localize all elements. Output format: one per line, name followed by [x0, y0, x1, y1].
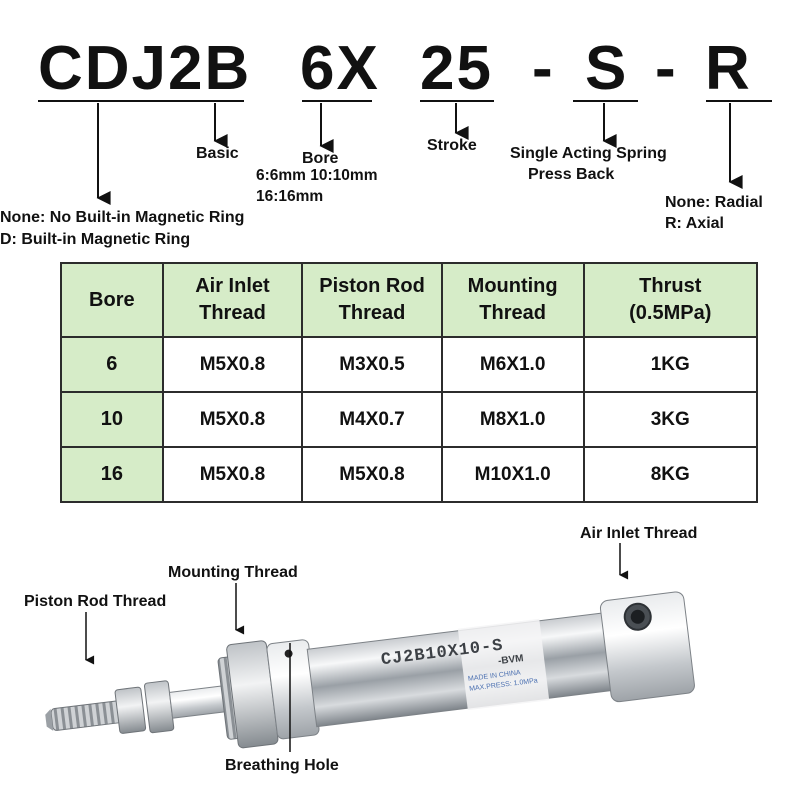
cylinder-barrel [306, 612, 616, 728]
code-dash-2: - [655, 34, 678, 103]
cell-air-inlet: M5X0.8 [161, 336, 304, 393]
piston-rod-thread [50, 700, 123, 731]
table-row: 10 M5X0.8 M4X0.7 M8X1.0 3KG [60, 391, 758, 448]
rod-nut-2 [144, 680, 175, 734]
cell-mounting: M6X1.0 [440, 336, 585, 393]
cell-bore: 6 [60, 336, 164, 393]
product-pointers [85, 543, 629, 752]
basic-label: Basic [196, 145, 239, 162]
header-bore: Bore [60, 262, 164, 338]
cylinder-illustration: CJ2B10X10-S -BVM MADE IN CHINA MAX.PRESS… [45, 591, 695, 749]
code-mounting: R [705, 34, 752, 103]
barrel-brand-text: -BVM [497, 653, 524, 667]
code-bore: 6X [300, 34, 380, 103]
cell-air-inlet: M5X0.8 [161, 391, 304, 448]
bore-title: Bore [302, 150, 339, 167]
code-dash-1: - [532, 34, 555, 103]
cell-piston-rod: M5X0.8 [301, 446, 443, 503]
code-action: S [585, 34, 629, 103]
piston-rod [168, 685, 227, 719]
cell-mounting: M8X1.0 [440, 391, 585, 448]
air-inlet-port [623, 602, 652, 631]
magnet-option-none: None: No Built-in Magnetic Ring [0, 209, 245, 226]
table-row: 6 M5X0.8 M3X0.5 M6X1.0 1KG [60, 336, 758, 393]
cell-thrust: 3KG [582, 391, 758, 448]
breathing-hole-label: Breathing Hole [225, 757, 339, 774]
cell-thrust: 8KG [582, 446, 758, 503]
cell-piston-rod: M4X0.7 [301, 391, 443, 448]
code-series: CDJ2B [38, 34, 252, 103]
barrel-made-in: MADE IN CHINA [468, 669, 522, 682]
mounting-nut [226, 640, 279, 749]
bore-options-2: 16:16mm [256, 188, 324, 205]
breathing-hole [284, 649, 293, 658]
magnet-option-d: D: Built-in Magnetic Ring [0, 231, 191, 248]
barrel-model-text: CJ2B10X10-S [380, 636, 505, 670]
piston-rod-thread-label: Piston Rod Thread [24, 593, 167, 610]
spring-label-2: Press Back [528, 166, 615, 183]
rod-nut-1 [114, 686, 147, 734]
bore-options-1: 6:6mm 10:10mm [256, 167, 378, 184]
cell-mounting: M10X1.0 [440, 446, 585, 503]
mount-option-r: R: Axial [665, 215, 724, 232]
mounting-thread-label: Mounting Thread [168, 564, 298, 581]
cell-thrust: 1KG [582, 336, 758, 393]
stroke-label: Stroke [427, 137, 477, 154]
cell-piston-rod: M3X0.5 [301, 336, 443, 393]
barrel-label-band [457, 618, 550, 711]
mount-option-none: None: Radial [665, 194, 763, 211]
air-inlet-thread-label: Air Inlet Thread [580, 525, 698, 542]
cell-air-inlet: M5X0.8 [161, 446, 304, 503]
rear-cap [599, 591, 695, 703]
code-stroke: 25 [420, 34, 493, 103]
barrel-max-press: MAX.PRESS: 1.0MPa [469, 677, 538, 692]
front-cap [266, 639, 320, 740]
header-thrust: Thrust(0.5MPa) [582, 262, 758, 338]
cell-bore: 10 [60, 391, 164, 448]
mounting-thread [217, 654, 262, 740]
table-row: 16 M5X0.8 M5X0.8 M10X1.0 8KG [60, 446, 758, 503]
cell-bore: 16 [60, 446, 164, 503]
spring-label-1: Single Acting Spring [510, 145, 667, 162]
